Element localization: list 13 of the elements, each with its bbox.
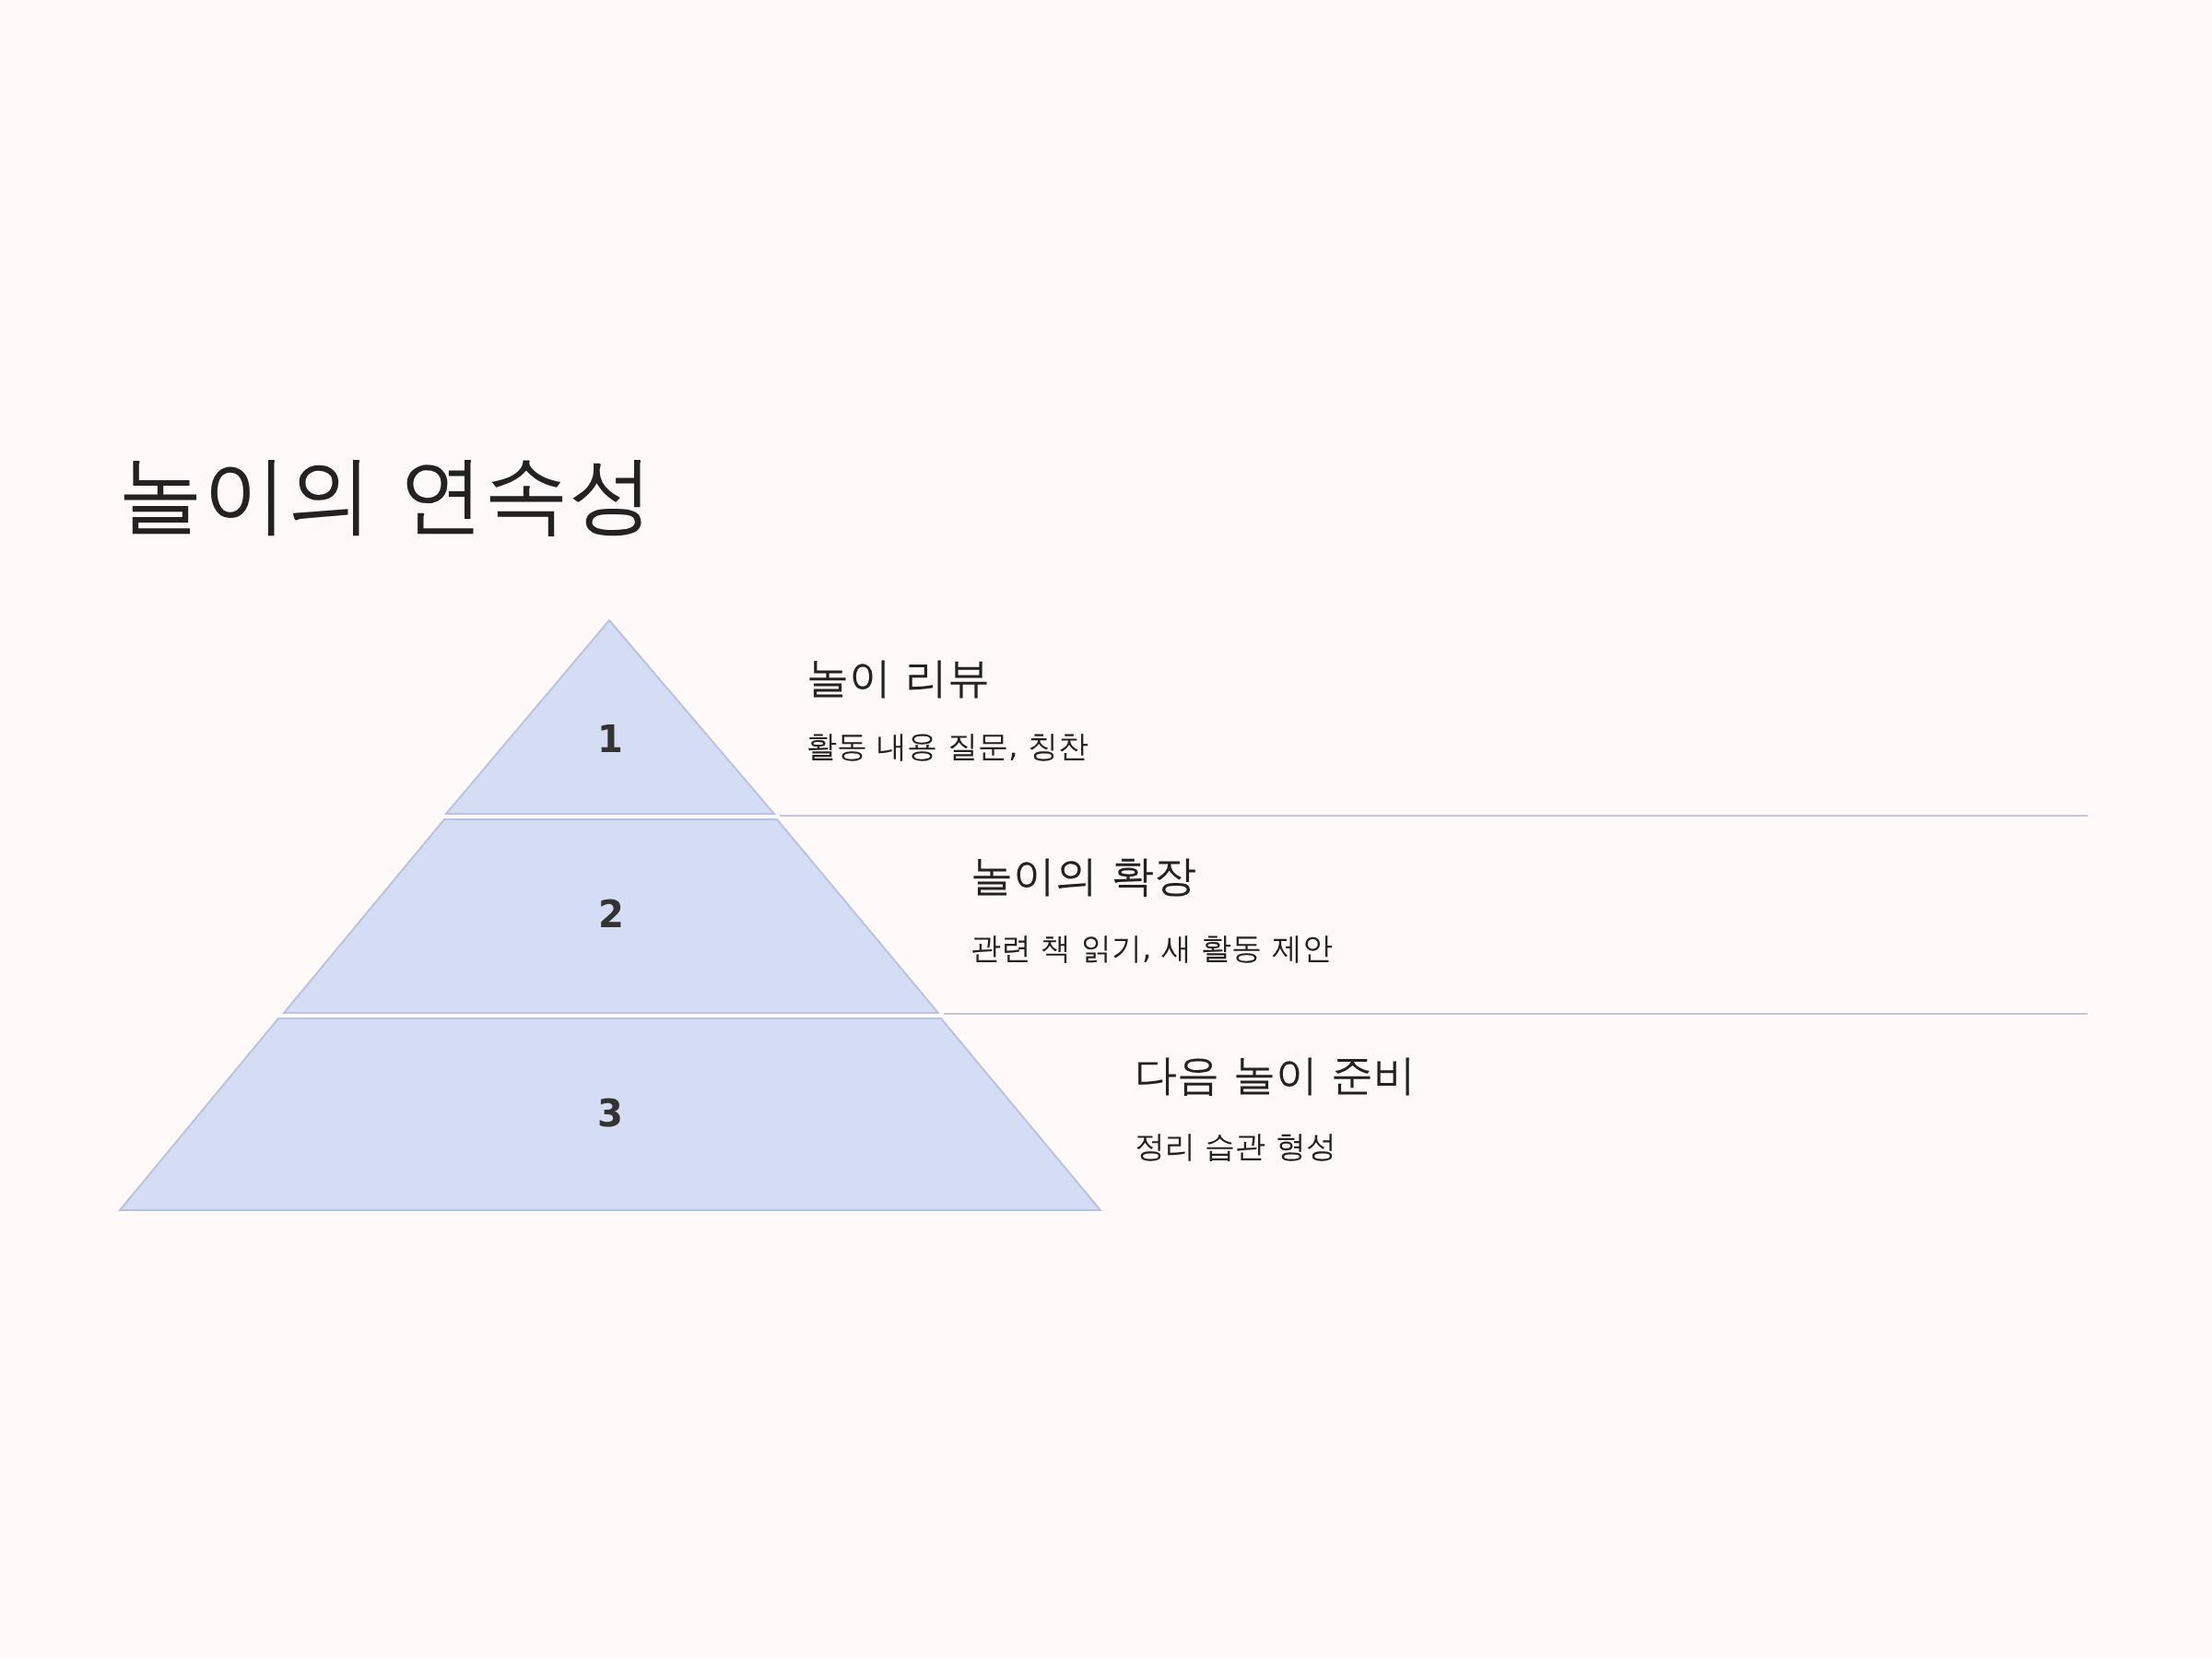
level-description: 활동 내용 질문, 칭찬 bbox=[806, 728, 1088, 765]
level-heading: 다음 놀이 준비 bbox=[1135, 1050, 1417, 1101]
level-heading: 놀이의 확장 bbox=[971, 851, 1196, 902]
level-description: 관련 책 읽기, 새 활동 제안 bbox=[971, 930, 1333, 967]
level-number: 1 bbox=[596, 721, 624, 758]
level-description: 정리 습관 형성 bbox=[1135, 1128, 1336, 1165]
title: 놀이의 연속성 bbox=[118, 448, 654, 542]
level-number: 3 bbox=[596, 1095, 624, 1132]
pyramid-level bbox=[446, 620, 774, 814]
level-number: 2 bbox=[597, 896, 625, 933]
level-heading: 놀이 리뷰 bbox=[806, 653, 990, 704]
pyramid-level bbox=[284, 819, 938, 1013]
pyramid-level bbox=[120, 1018, 1100, 1210]
